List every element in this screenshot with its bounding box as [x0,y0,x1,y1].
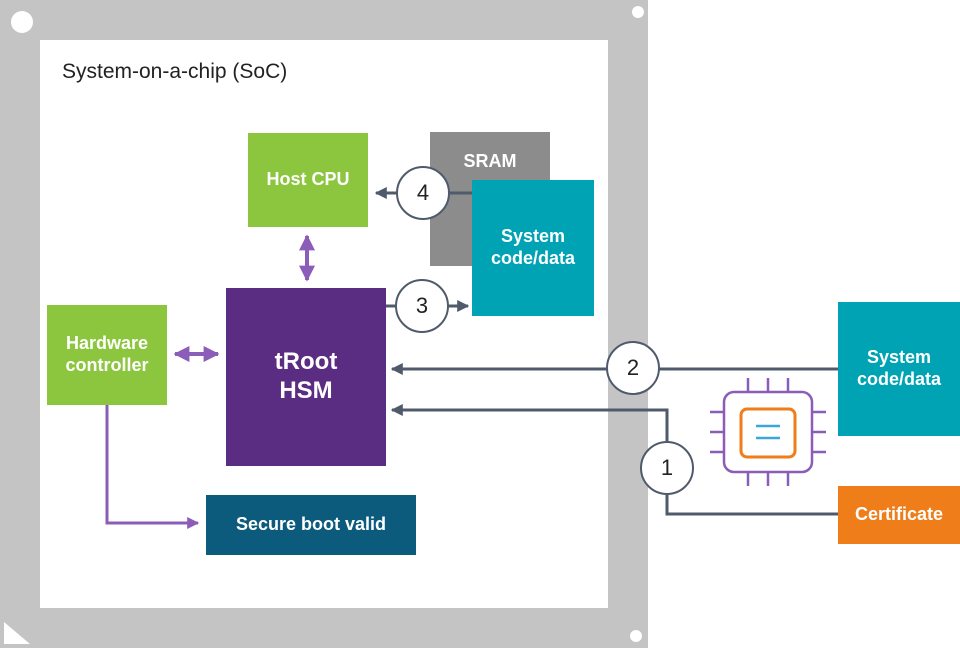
system-code-internal-block [472,180,594,316]
certificate-label: Certificate [854,504,944,525]
secure-boot-block [206,495,416,555]
system-code-external-block [838,302,960,436]
soc-title: System-on-a-chip (SoC) [62,60,288,83]
step-3-number: 3 [415,293,429,318]
hardware-controller-block [47,305,167,405]
host-cpu-label: Host CPU [266,169,350,190]
troot-hsm-block [226,288,386,466]
step-4-number: 4 [416,180,430,205]
system-code-external-label: System code/data [856,347,942,389]
step-1-number: 1 [660,455,674,480]
system-code-internal-label: System code/data [490,226,576,268]
step-1-circle [640,441,694,495]
controller-secure-boot-link [105,405,200,529]
troot-hsm-label: tRoot HSM [274,348,338,404]
sram-label: SRAM [463,151,517,172]
step-4-circle [396,166,450,220]
certificate-block [838,486,960,544]
package-corner-dot [632,6,644,18]
host-cpu-block [248,133,368,227]
chip-icon [710,378,826,486]
package-corner-notch [4,622,30,644]
secure-boot-label: Secure boot valid [235,514,387,535]
package-corner-dot [11,11,33,33]
step-2-circle [606,341,660,395]
package-corner-dot [630,630,642,642]
step-2-number: 2 [626,355,640,380]
step-3-circle [395,279,449,333]
hardware-controller-label: Hardware controller [65,333,149,375]
